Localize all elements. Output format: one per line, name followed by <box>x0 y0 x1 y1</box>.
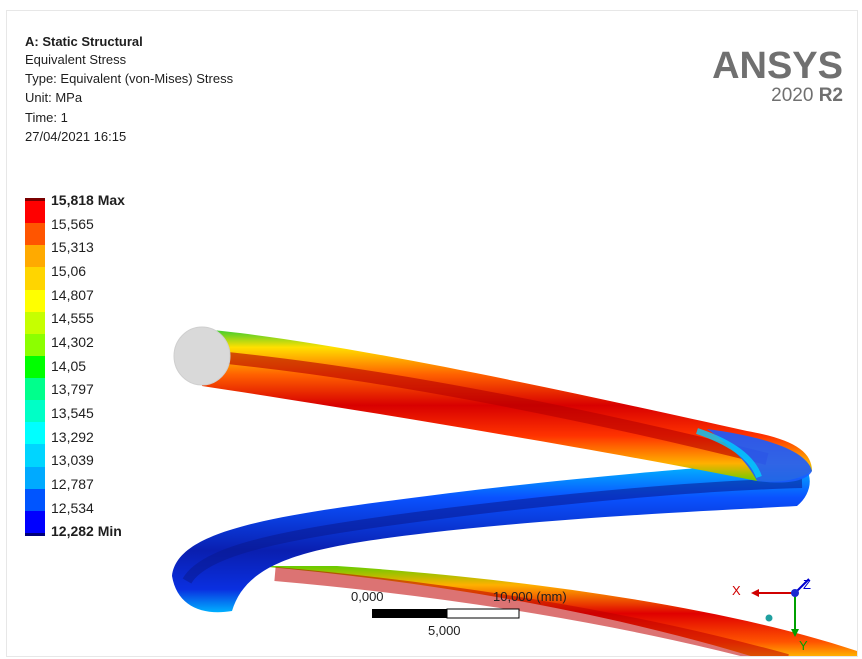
legend-value: 15,313 <box>51 239 94 255</box>
legend-value: 15,565 <box>51 216 94 232</box>
legend-value: 13,545 <box>51 405 94 421</box>
legend-value: 13,797 <box>51 381 94 397</box>
scale-mid-label: 5,000 <box>428 623 461 638</box>
brand-version: 2020 R2 <box>712 85 843 107</box>
legend-color-segment <box>25 378 45 401</box>
legend-color-segment <box>25 422 45 445</box>
legend-color-segment <box>25 201 45 224</box>
legend-value: 14,302 <box>51 334 94 350</box>
legend-color-segment <box>25 267 45 290</box>
legend-value: 13,292 <box>51 429 94 445</box>
legend-value: 12,787 <box>51 476 94 492</box>
legend-value: 13,039 <box>51 452 94 468</box>
legend-color-bar <box>25 198 45 536</box>
triad-y-label: Y <box>799 638 808 653</box>
legend-color-segment <box>25 333 45 356</box>
axis-triad <box>751 578 810 637</box>
legend-value: 15,06 <box>51 263 87 279</box>
legend-color-segment <box>25 223 45 246</box>
brand-version-year: 2020 <box>771 85 814 106</box>
legend-value: 14,05 <box>51 358 87 374</box>
result-unit: Unit: MPa <box>25 90 83 105</box>
graphics-viewport[interactable]: A: Static Structural Equivalent Stress T… <box>6 10 858 657</box>
analysis-title: A: Static Structural <box>25 34 143 49</box>
result-type: Type: Equivalent (von-Mises) Stress <box>25 71 234 86</box>
legend-min-label: 12,282 Min <box>51 523 122 539</box>
legend-color-segment <box>25 355 45 378</box>
legend-value: 14,807 <box>51 287 94 303</box>
legend-color-segment <box>25 400 45 423</box>
legend-value: 12,534 <box>51 500 94 516</box>
brand-version-release: R2 <box>818 85 843 106</box>
triad-x-label: X <box>732 583 741 598</box>
legend-color-segment <box>25 311 45 334</box>
spring-model-view[interactable] <box>7 11 857 656</box>
coil-blue-segment <box>172 459 810 613</box>
legend-color-segment <box>25 245 45 268</box>
triad-z-label: Z <box>803 577 811 592</box>
coil-cut-face <box>173 326 231 386</box>
legend-value: 14,555 <box>51 310 94 326</box>
legend-color-segment <box>25 289 45 312</box>
scale-end-label: 10,000 (mm) <box>493 589 567 604</box>
result-timestamp: 27/04/2021 16:15 <box>25 129 127 144</box>
result-name: Equivalent Stress <box>25 52 127 67</box>
legend-color-segment <box>25 510 45 533</box>
legend-color-segment <box>25 444 45 467</box>
legend-color-segment <box>25 466 45 489</box>
legend-max-label: 15,818 Max <box>51 192 125 208</box>
brand-name: ANSYS <box>712 45 843 87</box>
scale-start-label: 0,000 <box>351 589 384 604</box>
legend-color-segment <box>25 488 45 511</box>
scale-bar <box>372 608 520 619</box>
ansys-logo: ANSYS 2020 R2 <box>712 47 843 107</box>
result-time: Time: 1 <box>25 110 68 125</box>
